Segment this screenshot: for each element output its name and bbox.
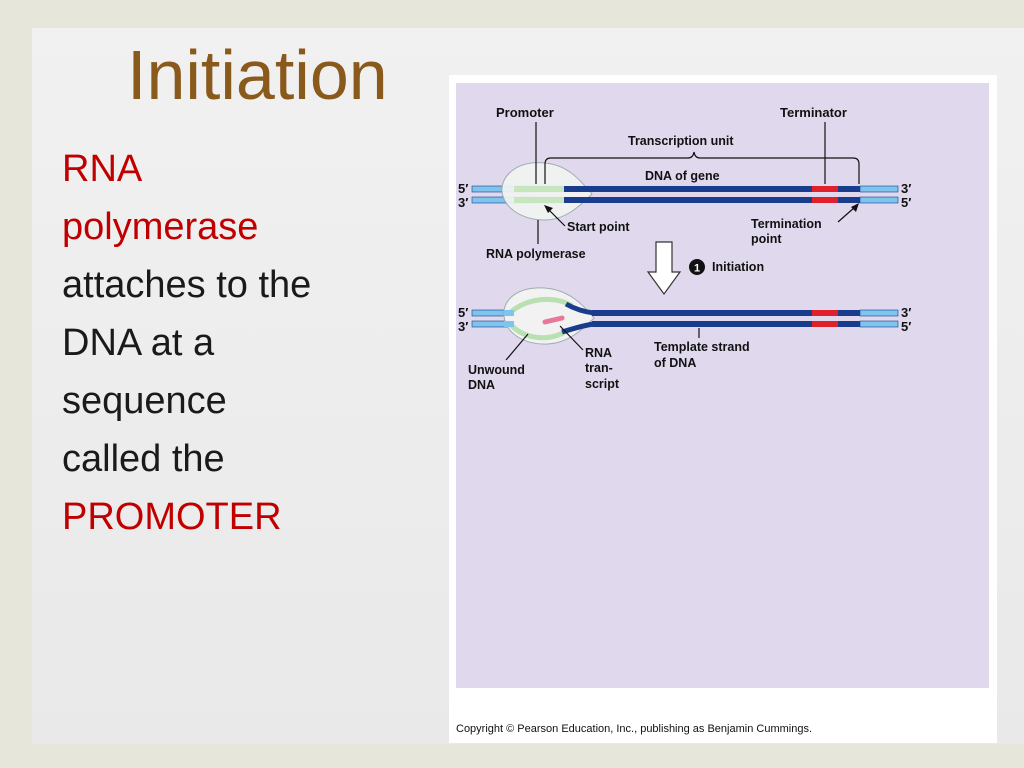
bottom-light-joint-upper xyxy=(504,310,514,316)
step-number-text: 1 xyxy=(694,263,700,275)
rna-polymerase-label: RNA polymerase xyxy=(486,247,586,261)
bottom-terminator-lower xyxy=(812,321,838,327)
top-strand-lower-right xyxy=(859,196,899,204)
bottom-right-3prime: 3′ xyxy=(901,305,911,320)
rna-transcript-pointer-line xyxy=(559,325,584,351)
termination-point-arrowhead xyxy=(851,203,859,212)
top-strand-upper-right xyxy=(859,185,899,193)
body-line-polymerase: polymerase xyxy=(62,206,259,248)
top-left-5prime: 5′ xyxy=(458,181,468,196)
bottom-strand-lower-right xyxy=(859,320,899,328)
top-right-3prime: 3′ xyxy=(901,181,911,196)
start-point-arrowhead xyxy=(544,205,553,213)
top-right-5prime: 5′ xyxy=(901,195,911,210)
rna-transcript-label-line3: script xyxy=(585,377,620,391)
bottom-gene-lower-tail xyxy=(838,321,860,327)
top-promoter-lower-visible xyxy=(514,197,564,203)
top-terminator-lower xyxy=(812,197,838,203)
top-gene-upper xyxy=(564,186,812,192)
unwound-dna-label-line1: Unwound xyxy=(468,363,525,377)
start-point-label: Start point xyxy=(567,220,630,234)
bottom-left-5prime: 5′ xyxy=(458,305,468,320)
step-initiation-label: Initiation xyxy=(712,260,764,274)
body-line-dna: DNA at a xyxy=(62,322,215,364)
top-left-3prime: 3′ xyxy=(458,195,468,210)
terminator-label: Terminator xyxy=(780,105,847,120)
step-number-badge xyxy=(689,259,705,275)
top-gene-lower xyxy=(564,197,812,203)
unwound-dna-label-line2: DNA xyxy=(468,378,495,392)
body-line-promoter: PROMOTER xyxy=(62,496,282,538)
termination-point-pointer-line xyxy=(837,206,856,223)
top-promoter-upper-visible xyxy=(514,186,564,192)
body-line-called: called the xyxy=(62,438,225,480)
template-strand-label-line1: Template strand xyxy=(654,340,750,354)
rna-transcript-label-line1: RNA xyxy=(585,346,612,360)
slide-title: Initiation xyxy=(127,36,388,114)
dna-of-gene-label: DNA of gene xyxy=(645,169,720,183)
bottom-unwound-upper-dark xyxy=(564,301,595,316)
bottom-gene-upper xyxy=(592,310,812,316)
bottom-left-3prime: 3′ xyxy=(458,319,468,334)
bottom-gene-lower xyxy=(592,321,812,327)
bottom-light-joint-lower xyxy=(504,321,514,327)
copyright-notice: Copyright © Pearson Education, Inc., pub… xyxy=(456,723,813,735)
termination-point-label-line2: point xyxy=(751,232,782,246)
promoter-label: Promoter xyxy=(496,105,554,120)
body-line-sequence: sequence xyxy=(62,380,227,422)
transcription-unit-label: Transcription unit xyxy=(628,134,734,148)
top-terminator-upper xyxy=(812,186,838,192)
bottom-strand-upper-right xyxy=(859,309,899,317)
step-down-arrow xyxy=(646,241,682,296)
rna-transcript-strand xyxy=(542,315,565,325)
start-point-pointer-line xyxy=(547,208,566,227)
top-gene-upper-tail xyxy=(838,186,860,192)
transcription-unit-bracket xyxy=(544,151,860,184)
bottom-right-5prime: 5′ xyxy=(901,319,911,334)
body-line-attaches: attaches to the xyxy=(62,264,312,306)
body-line-rna: RNA xyxy=(62,148,143,190)
rna-transcript-label-line2: tran- xyxy=(585,361,613,375)
slide-body-text: RNA polymerase attaches to the DNA at a … xyxy=(62,140,422,546)
bottom-terminator-upper xyxy=(812,310,838,316)
termination-point-label-line1: Termination xyxy=(751,217,822,231)
top-gene-lower-tail xyxy=(838,197,860,203)
bottom-gene-upper-tail xyxy=(838,310,860,316)
template-strand-label-line2: of DNA xyxy=(654,356,696,370)
unwound-dna-pointer-line xyxy=(505,333,529,361)
